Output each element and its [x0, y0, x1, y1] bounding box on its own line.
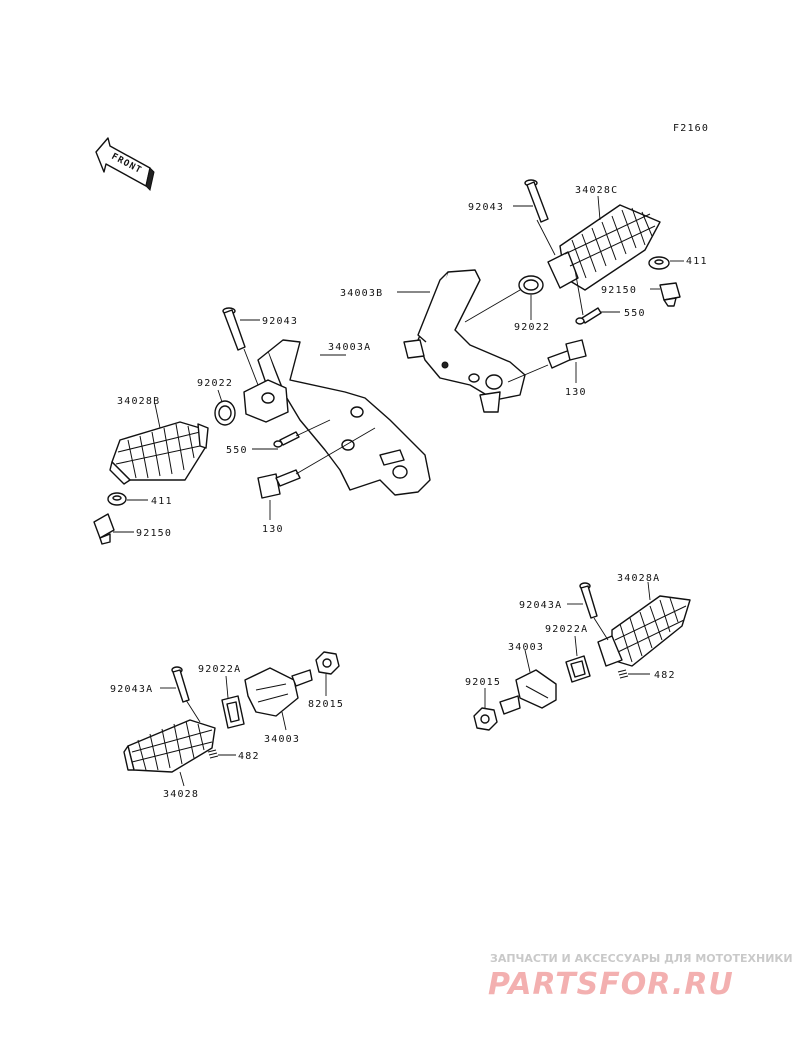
washer-411-left [107, 492, 127, 506]
pin-92043-left [222, 307, 246, 351]
label-92043a-right: 92043A [519, 600, 562, 611]
label-34003-left: 34003 [264, 734, 300, 745]
watermark-logo: PARTSFOR.RU [488, 967, 734, 1002]
label-34003b: 34003B [340, 288, 383, 299]
label-34028a: 34028A [617, 573, 660, 584]
collar-92022-right [518, 275, 544, 295]
pin-92043-upper-right [524, 179, 549, 223]
nut-82015 [315, 651, 340, 675]
pin-92043a-left [171, 666, 190, 703]
holder-34003-left [244, 667, 313, 717]
label-130-right: 130 [565, 387, 587, 398]
collar-92022a-left [221, 695, 245, 729]
label-482-left: 482 [238, 751, 260, 762]
pin-92043a-right [579, 582, 598, 619]
label-411-right: 411 [686, 256, 708, 267]
watermark-caption: ЗАПЧАСТИ И АКСЕССУАРЫ ДЛЯ МОТОТЕХНИКИ [490, 952, 793, 965]
spring-482-left [207, 749, 219, 759]
label-92022a-left: 92022A [198, 664, 241, 675]
label-92043a-left: 92043A [110, 684, 153, 695]
label-550-right: 550 [624, 308, 646, 319]
diagram-code: F2160 [673, 123, 709, 134]
footpeg-34028a [597, 595, 691, 667]
nut-92015-right [473, 707, 498, 731]
washer-411-right [648, 256, 670, 270]
bolt-130-right [547, 339, 587, 369]
label-34003a: 34003A [328, 342, 371, 353]
label-92043-left: 92043 [262, 316, 298, 327]
cotter-pin-550-left [273, 431, 300, 448]
footpeg-34028 [123, 719, 216, 773]
bolt-92150-right [659, 282, 681, 307]
front-arrow-icon: FRONT [95, 137, 155, 191]
collar-92022-left [214, 400, 236, 426]
spring-482-right [617, 669, 629, 679]
label-92150-right: 92150 [601, 285, 637, 296]
bolt-92150-left [93, 513, 115, 545]
label-34028c: 34028C [575, 185, 618, 196]
label-550-left: 550 [226, 445, 248, 456]
label-92022a-right: 92022A [545, 624, 588, 635]
label-482-right: 482 [654, 670, 676, 681]
label-34028: 34028 [163, 789, 199, 800]
bracket-34003a [257, 339, 431, 496]
label-411-left: 411 [151, 496, 173, 507]
label-92150-left: 92150 [136, 528, 172, 539]
label-92015-right: 92015 [465, 677, 501, 688]
holder-34003-right [499, 669, 557, 715]
collar-92022a-right [565, 655, 591, 683]
footpeg-holder-left [243, 379, 289, 423]
label-92022-left: 92022 [197, 378, 233, 389]
label-34028b: 34028B [117, 396, 160, 407]
label-82015: 82015 [308, 699, 344, 710]
label-130-left: 130 [262, 524, 284, 535]
label-92043-top: 92043 [468, 202, 504, 213]
label-92022-right: 92022 [514, 322, 550, 333]
bolt-130-left [257, 469, 301, 499]
footpeg-34028b [109, 421, 209, 485]
cotter-pin-550-right [575, 307, 602, 325]
label-34003-right: 34003 [508, 642, 544, 653]
footpeg-34028c [547, 204, 661, 291]
bracket-34003b [403, 269, 526, 413]
